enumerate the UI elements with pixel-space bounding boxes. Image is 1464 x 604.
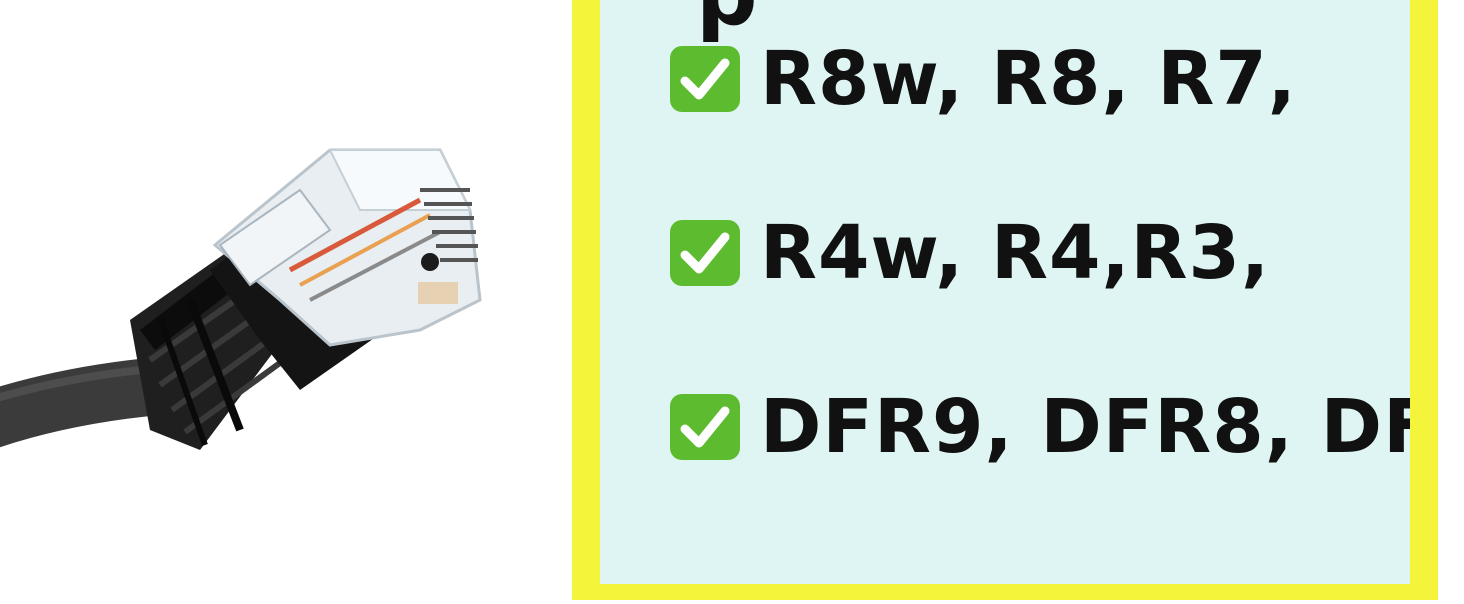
ethernet-cable-image bbox=[0, 0, 560, 600]
model-row-2: R4w, R4,R3, bbox=[670, 216, 1270, 290]
model-list-text: R4w, R4,R3, bbox=[760, 210, 1271, 296]
model-list-text: DFR9, DFR8, DFR7 bbox=[760, 384, 1410, 470]
check-mark-icon bbox=[670, 220, 740, 286]
check-mark-icon bbox=[670, 394, 740, 460]
check-mark-icon bbox=[670, 46, 740, 112]
model-list-text: R8w, R8, R7, bbox=[760, 36, 1297, 122]
ethernet-cable-icon bbox=[0, 148, 482, 450]
clipped-heading: p bbox=[696, 0, 760, 38]
model-row-3: DFR9, DFR8, DFR7 bbox=[670, 390, 1410, 464]
compatibility-panel: p R8w, R8, R7, R4w, R4,R3, DFR9, DFR8, D… bbox=[572, 0, 1438, 600]
compatibility-panel-inner: p R8w, R8, R7, R4w, R4,R3, DFR9, DFR8, D… bbox=[600, 0, 1410, 584]
model-row-1: R8w, R8, R7, bbox=[670, 42, 1297, 116]
